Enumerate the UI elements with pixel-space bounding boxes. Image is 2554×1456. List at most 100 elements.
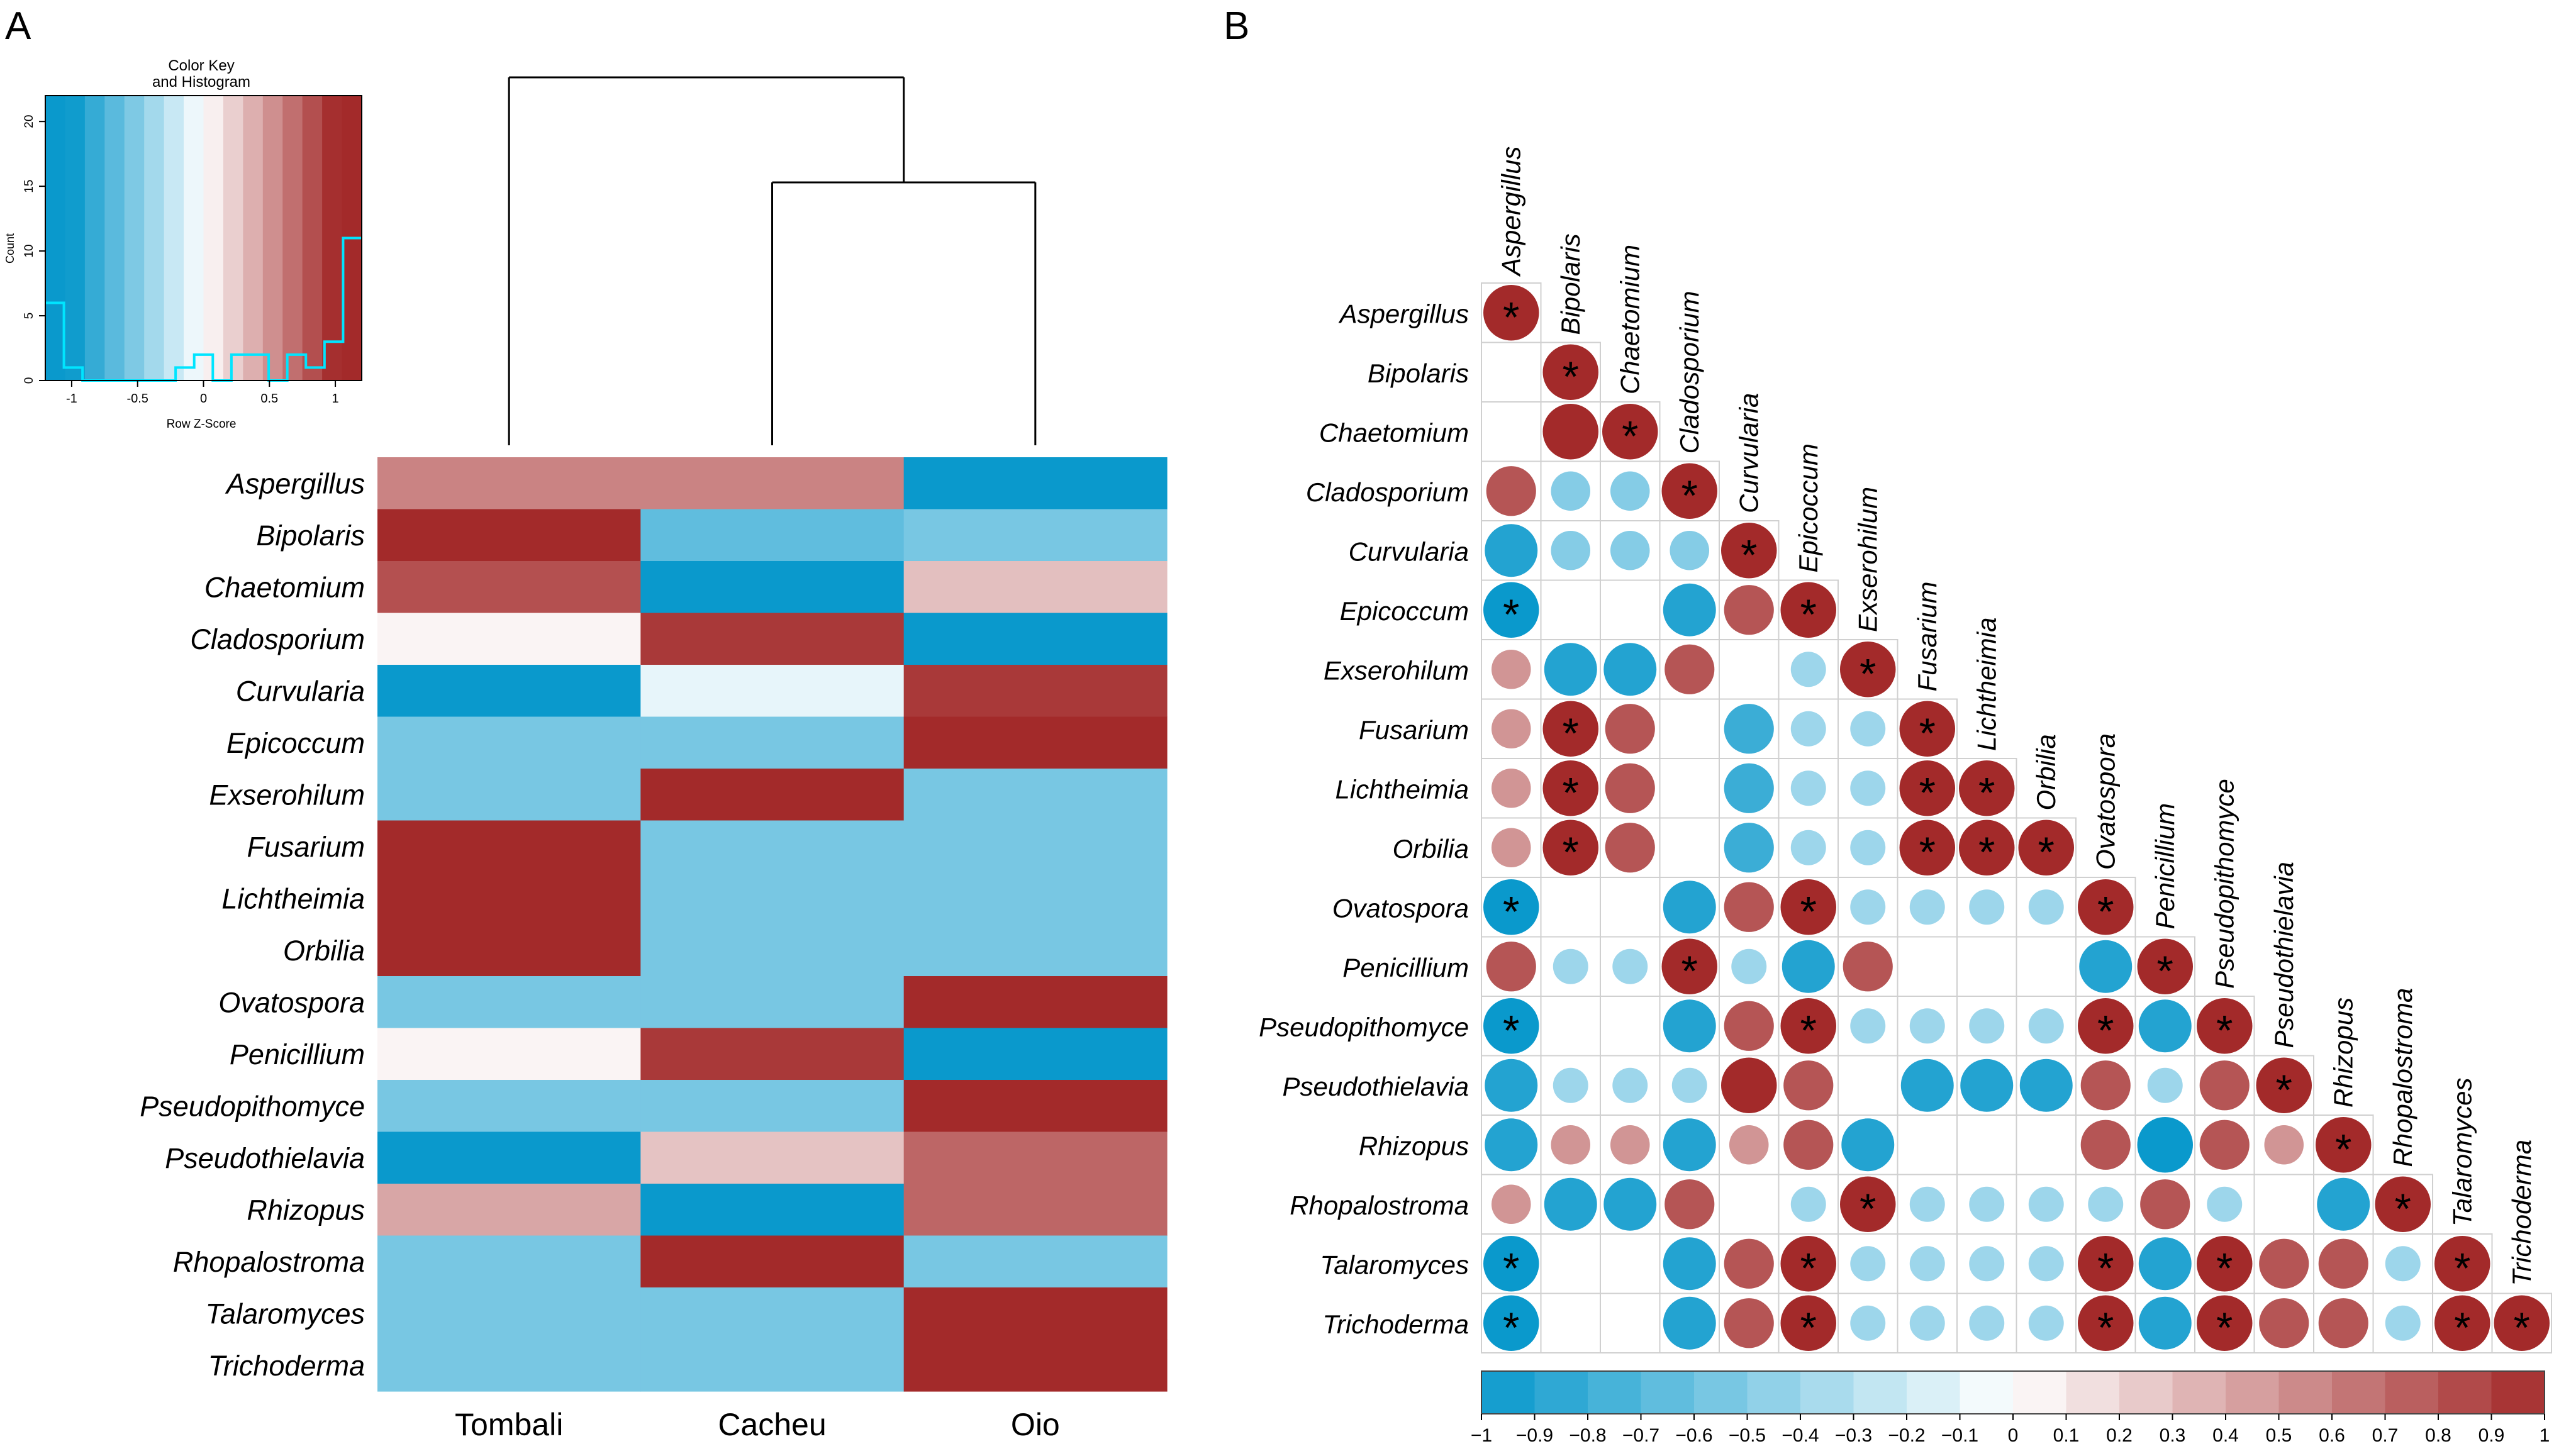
significance-marker: * <box>1563 828 1579 876</box>
correlation-circle <box>1661 938 1717 994</box>
correlation-circle <box>1790 711 1826 747</box>
correlation-row-label: Talaromyces <box>1320 1250 1469 1279</box>
legend-band <box>2119 1371 2173 1414</box>
legend-tick-label: −0.7 <box>1622 1425 1659 1446</box>
correlation-row-label: Epicoccum <box>1340 596 1469 626</box>
correlation-circle <box>2078 1295 2134 1351</box>
heatmap-cell <box>903 976 1168 1029</box>
color-key-band <box>322 96 343 381</box>
correlation-circle <box>1909 889 1945 925</box>
correlation-circle <box>1840 1176 1896 1232</box>
legend-band <box>1641 1371 1695 1414</box>
correlation-column-label: Rhopalostroma <box>2388 988 2417 1167</box>
correlation-circle <box>1780 582 1836 638</box>
correlation-circle <box>1724 585 1774 635</box>
color-key-band <box>84 96 105 381</box>
correlation-circle <box>2197 1236 2253 1292</box>
correlation-circle <box>1612 948 1648 984</box>
correlation-column-label: Ovatospora <box>2090 733 2120 870</box>
legend-tick-label: 0.2 <box>2106 1425 2133 1446</box>
heatmap-row-label: Epicoccum <box>226 727 365 759</box>
color-key-band <box>45 96 65 381</box>
correlation-column-label: Aspergillus <box>1496 147 1525 277</box>
legend-band <box>1747 1371 1801 1414</box>
correlation-circle <box>1610 530 1650 570</box>
legend-tick-label: 0 <box>2008 1425 2019 1446</box>
heatmap-cell <box>903 716 1168 769</box>
heatmap-cell <box>640 716 905 769</box>
significance-marker: * <box>1681 472 1698 520</box>
significance-marker: * <box>1978 828 1995 876</box>
correlation-circle <box>1843 942 1893 992</box>
heatmap-row-label: Penicillium <box>230 1038 365 1070</box>
significance-marker: * <box>2038 828 2055 876</box>
heatmap-cell <box>903 1131 1168 1184</box>
correlation-row-label: Curvularia <box>1349 536 1469 566</box>
correlation-column-label: Rhizopus <box>2328 998 2358 1108</box>
color-key-ytick-label: 10 <box>23 245 36 258</box>
correlation-cell <box>1659 758 1720 819</box>
correlation-circle <box>2088 1186 2124 1222</box>
correlation-circle <box>1542 820 1598 875</box>
correlation-circle <box>1909 1246 1945 1282</box>
color-key-ytick-label: 15 <box>23 180 36 193</box>
heatmap-row-label: Rhopalostroma <box>173 1246 365 1278</box>
significance-marker: * <box>1800 1244 1817 1292</box>
heatmap-cell <box>903 1028 1168 1081</box>
color-key-band <box>203 96 224 381</box>
correlation-column-label: Penicillium <box>2150 803 2180 930</box>
correlation-circle <box>1841 1118 1895 1172</box>
color-key-ylabel: Count <box>4 233 16 264</box>
correlation-cell <box>1481 342 1542 403</box>
correlation-row-label: Pseudothielavia <box>1282 1072 1469 1101</box>
correlation-circle <box>1850 889 1886 925</box>
correlation-circle <box>2080 1120 2131 1170</box>
heatmap-cell <box>640 509 905 562</box>
correlation-circle <box>1969 1305 2005 1341</box>
correlation-circle <box>2316 1117 2372 1173</box>
significance-marker: * <box>1563 353 1579 401</box>
correlation-circle <box>2494 1295 2550 1351</box>
heatmap-cell <box>377 716 641 769</box>
heatmap-cell <box>903 613 1168 665</box>
correlation-circle <box>1603 643 1657 696</box>
correlation-circle <box>1486 942 1536 992</box>
correlation-column-label: Exserohilum <box>1853 487 1882 632</box>
correlation-row-label: Aspergillus <box>1338 299 1469 328</box>
correlation-circle <box>2259 1298 2309 1348</box>
legend-tick-label: 0.1 <box>2053 1425 2080 1446</box>
correlation-circle <box>1671 1067 1707 1103</box>
correlation-column-label: Curvularia <box>1734 393 1763 513</box>
heatmap-cell <box>640 1287 905 1340</box>
heatmap-column-label: Tombali <box>455 1407 563 1442</box>
legend-tick-label: −0.2 <box>1888 1425 1925 1446</box>
heatmap-row-label: Fusarium <box>247 831 365 863</box>
correlation-column-label: Pseudothielavia <box>2269 862 2299 1048</box>
correlation-circle <box>1485 524 1538 577</box>
legend-tick-label: 0.6 <box>2319 1425 2345 1446</box>
color-key-band <box>223 96 243 381</box>
correlation-row-label: Chaetomium <box>1319 418 1469 447</box>
significance-marker: * <box>1503 1244 1519 1292</box>
correlation-column-label: Epicoccum <box>1793 443 1823 572</box>
correlation-circle <box>1909 1008 1945 1044</box>
correlation-circle <box>1491 649 1531 689</box>
correlation-row-label: Cladosporium <box>1306 477 1469 507</box>
heatmap-cell <box>377 872 641 925</box>
heatmap-cell <box>903 1080 1168 1133</box>
correlation-circle <box>2199 1120 2250 1170</box>
heatmap-row-label: Bipolaris <box>256 520 365 552</box>
correlation-circle <box>1542 344 1598 400</box>
correlation-circle <box>1603 1177 1657 1231</box>
significance-marker: * <box>1919 709 1936 757</box>
significance-marker: * <box>1622 412 1638 460</box>
heatmap-cell <box>377 1287 641 1340</box>
correlation-cell <box>1540 877 1601 938</box>
dendrogram <box>508 76 1037 445</box>
correlation-cell <box>2016 1114 2077 1175</box>
heatmap-row-label: Rhizopus <box>247 1194 365 1226</box>
correlation-cell <box>1600 996 1661 1057</box>
correlation-circle <box>1542 760 1598 816</box>
legend-tick-label: −0.4 <box>1782 1425 1819 1446</box>
